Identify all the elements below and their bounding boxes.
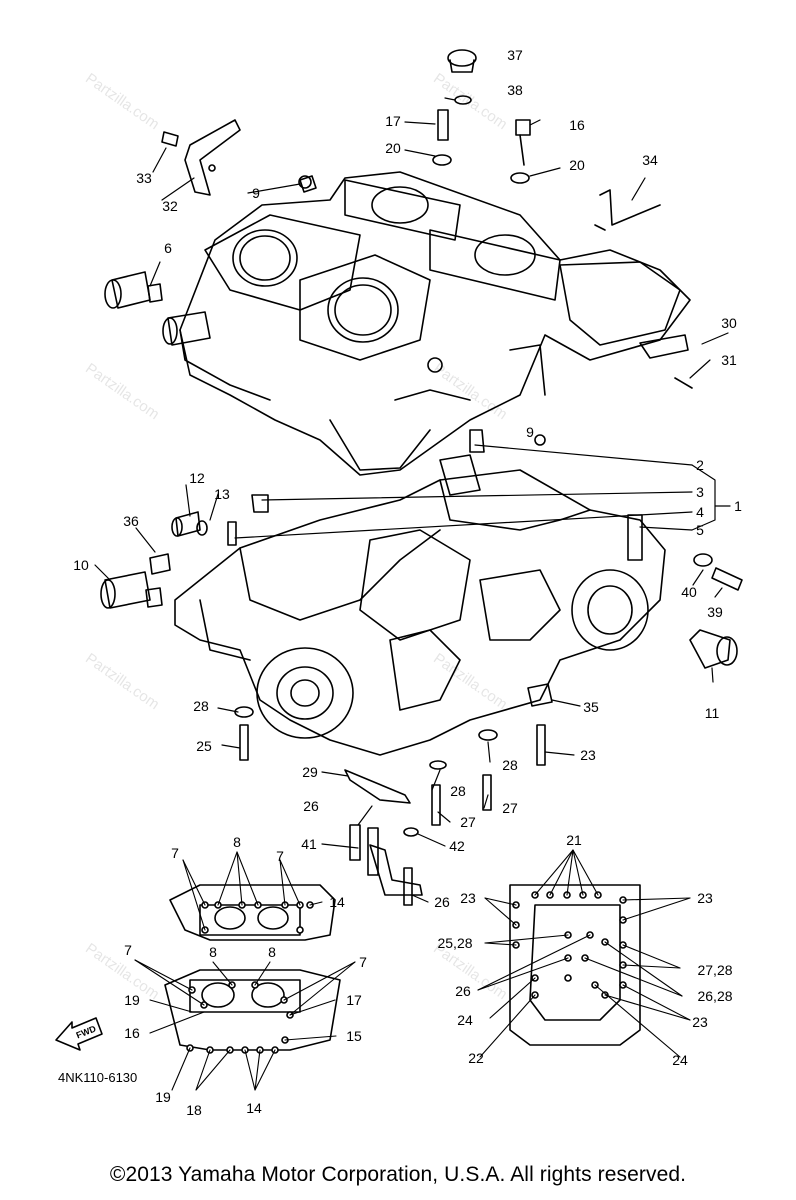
callout-2: 2 xyxy=(696,457,704,473)
callout-31: 31 xyxy=(721,352,737,368)
small-parts-top xyxy=(161,49,693,389)
callout-8: 8 xyxy=(209,944,217,960)
bolt-pattern-left xyxy=(134,851,356,1091)
callout-26: 26 xyxy=(303,798,319,814)
callout-20: 20 xyxy=(569,157,585,173)
callout-42: 42 xyxy=(449,838,465,854)
small-parts-lower xyxy=(100,429,743,906)
callout-17: 17 xyxy=(385,113,401,129)
callout-27: 27 xyxy=(502,800,518,816)
callout-29: 29 xyxy=(302,764,318,780)
callout-39: 39 xyxy=(707,604,723,620)
callout-14: 14 xyxy=(329,894,345,910)
callout-6: 6 xyxy=(164,240,172,256)
callout-1: 1 xyxy=(734,498,742,514)
callout-25-28: 25,28 xyxy=(437,935,473,951)
callout-24: 24 xyxy=(672,1052,688,1068)
callout-28: 28 xyxy=(502,757,518,773)
callout-23: 23 xyxy=(697,890,713,906)
callout-28: 28 xyxy=(450,783,466,799)
callout-20: 20 xyxy=(385,140,401,156)
callout-37: 37 xyxy=(507,47,523,63)
lower-crankcase xyxy=(174,454,666,756)
bolt-pattern-right xyxy=(477,849,691,1058)
callout-32: 32 xyxy=(162,198,178,214)
copyright-notice: ©2013 Yamaha Motor Corporation, U.S.A. A… xyxy=(109,1163,687,1186)
callout-28: 28 xyxy=(193,698,209,714)
callout-16: 16 xyxy=(569,117,585,133)
callout-40: 40 xyxy=(681,584,697,600)
callout-7: 7 xyxy=(124,942,132,958)
callout-27: 27 xyxy=(460,814,476,830)
callout-36: 36 xyxy=(123,513,139,529)
callout-15: 15 xyxy=(346,1028,362,1044)
callout-27-28: 27,28 xyxy=(697,962,733,978)
callout-23: 23 xyxy=(580,747,596,763)
callout-13: 13 xyxy=(214,486,230,502)
callout-19: 19 xyxy=(155,1089,171,1105)
callout-8: 8 xyxy=(233,834,241,850)
leader-lines xyxy=(94,97,731,903)
callout-25: 25 xyxy=(196,738,212,754)
callout-10: 10 xyxy=(73,557,89,573)
callout-24: 24 xyxy=(457,1012,473,1028)
callout-9: 9 xyxy=(252,185,260,201)
callout-26: 26 xyxy=(455,983,471,999)
callout-23: 23 xyxy=(460,890,476,906)
callout-30: 30 xyxy=(721,315,737,331)
bearing-plugs xyxy=(104,271,211,346)
callout-7: 7 xyxy=(276,848,284,864)
diagram-code: 4NK110-6130 xyxy=(58,1070,138,1085)
callout-9: 9 xyxy=(526,424,534,440)
callout-11: 11 xyxy=(704,705,720,721)
callout-5: 5 xyxy=(696,522,704,538)
callout-14: 14 xyxy=(246,1100,262,1116)
upper-crankcase xyxy=(179,171,691,476)
callout-12: 12 xyxy=(189,470,205,486)
callout-35: 35 xyxy=(583,699,599,715)
callout-34: 34 xyxy=(642,152,658,168)
callout-41: 41 xyxy=(301,836,317,852)
callout-17: 17 xyxy=(346,992,362,1008)
callout-26-28: 26,28 xyxy=(697,988,733,1004)
callout-26: 26 xyxy=(434,894,450,910)
callout-16: 16 xyxy=(124,1025,140,1041)
callout-21: 21 xyxy=(566,832,582,848)
callout-38: 38 xyxy=(507,82,523,98)
callout-33: 33 xyxy=(136,170,152,186)
callout-7: 7 xyxy=(359,954,367,970)
callout-3: 3 xyxy=(696,484,704,500)
fwd-arrow-icon xyxy=(55,1017,103,1051)
callout-22: 22 xyxy=(468,1050,484,1066)
callout-4: 4 xyxy=(696,504,704,520)
callout-8: 8 xyxy=(268,944,276,960)
callout-18: 18 xyxy=(186,1102,202,1118)
callout-19: 19 xyxy=(124,992,140,1008)
callout-23: 23 xyxy=(692,1014,708,1030)
callout-7: 7 xyxy=(171,845,179,861)
